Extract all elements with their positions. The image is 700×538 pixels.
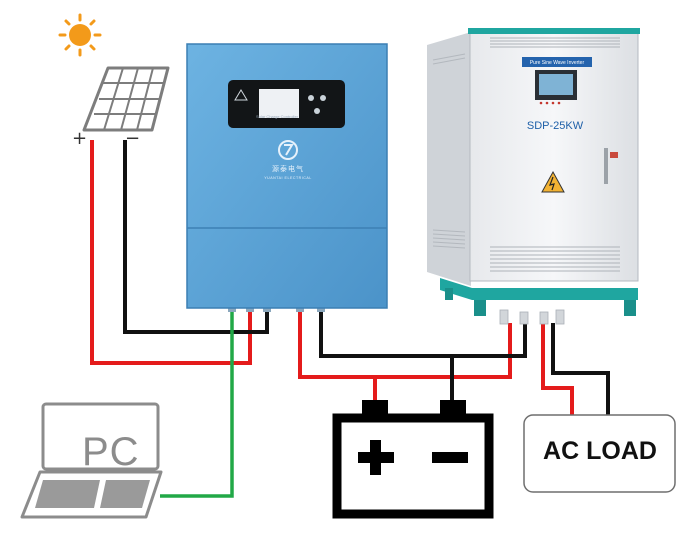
battery-icon [332, 400, 494, 519]
controller-panel-label: Solar Charge Controller [255, 114, 299, 119]
ctl-negative-wire [319, 310, 527, 358]
inverter-vents-bottom [490, 246, 620, 272]
solar-panel-icon [82, 66, 170, 132]
pc-laptop-icon [20, 402, 163, 519]
ac-load-label: AC LOAD [543, 437, 657, 465]
ac-red-wire [541, 323, 574, 415]
warning-icon [234, 89, 248, 101]
data-wire [160, 310, 234, 498]
inverter-model-label: SDP-25KW [526, 120, 584, 132]
sun-icon [58, 13, 102, 57]
inverter-badge [522, 57, 592, 67]
brand-logo-icon [278, 140, 298, 160]
inverter-door-handle [604, 148, 608, 184]
inverter [427, 28, 640, 325]
ac-load-box [523, 414, 676, 493]
solar-charge-controller [186, 43, 388, 309]
ac-black-wire [551, 323, 610, 415]
high-voltage-warning-icon [541, 170, 565, 193]
pc-label: PC [82, 430, 140, 474]
inverter-badge-label: Pure Sine Wave Inverter [529, 60, 585, 66]
wiring [90, 140, 610, 498]
controller-buttons [308, 95, 326, 114]
ctl-positive-wire [298, 310, 512, 379]
controller-brand-sub: YUANTAI ELECTRICAL [264, 176, 312, 180]
controller-brand-name: 源泰电气 [272, 166, 304, 173]
pv-minus-label: − [125, 128, 141, 149]
controller-lcd [259, 89, 299, 118]
pv-plus-label: + [72, 128, 88, 149]
pv-positive-wire [90, 140, 252, 365]
pv-negative-wire [123, 140, 269, 334]
inverter-vents-top [490, 37, 620, 48]
